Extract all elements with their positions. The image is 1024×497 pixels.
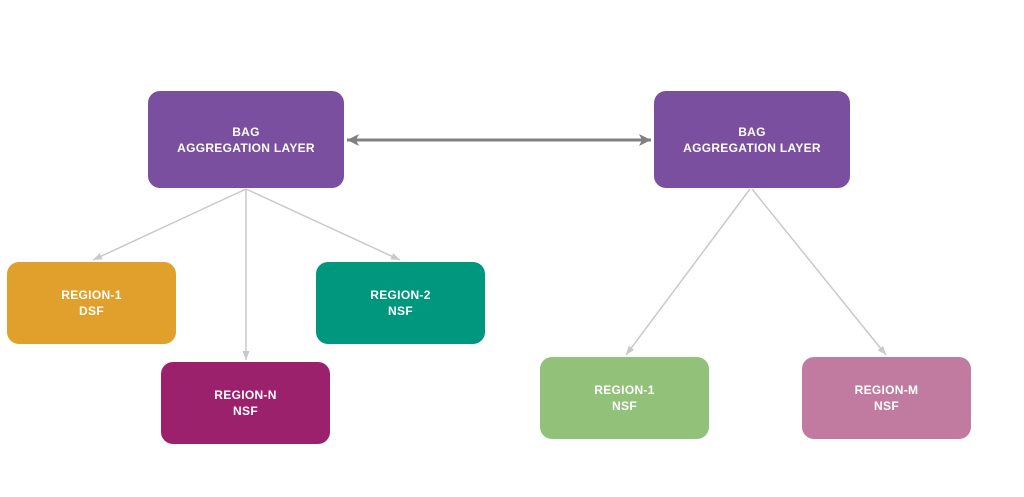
- node-label-line1: REGION-2: [370, 288, 431, 302]
- region-2-nsf-node: REGION-2 NSF: [316, 262, 485, 344]
- node-label-line2: NSF: [233, 404, 258, 418]
- bag-aggregation-layer-right: BAG AGGREGATION LAYER: [654, 91, 850, 188]
- node-label-line2: AGGREGATION LAYER: [177, 140, 315, 155]
- region-n-nsf-node: REGION-N NSF: [161, 362, 330, 444]
- node-label-line1: BAG: [232, 124, 260, 139]
- node-label-line2: DSF: [79, 304, 104, 318]
- edge-bag-right-to-region-m: [751, 188, 887, 356]
- node-label-line1: REGION-1: [61, 288, 122, 302]
- edge-bag-left-to-region-2: [245, 188, 401, 261]
- node-label-line2: AGGREGATION LAYER: [683, 140, 821, 155]
- region-m-nsf-node: REGION-M NSF: [802, 357, 971, 439]
- region-1-dsf-node: REGION-1 DSF: [7, 262, 176, 344]
- right-region-1-nsf-node: REGION-1 NSF: [540, 357, 709, 439]
- node-label-line1: REGION-N: [214, 388, 277, 402]
- node-label-line1: BAG: [738, 124, 766, 139]
- node-label-line2: NSF: [388, 304, 413, 318]
- bag-aggregation-layer-left: BAG AGGREGATION LAYER: [148, 91, 344, 188]
- node-label-line1: REGION-M: [854, 383, 919, 397]
- edge-bag-left-to-region-1: [92, 188, 247, 261]
- node-label-line2: NSF: [612, 399, 637, 413]
- node-label-line2: NSF: [874, 399, 899, 413]
- edge-bag-right-to-region-1: [625, 188, 751, 356]
- node-label-line1: REGION-1: [594, 383, 655, 397]
